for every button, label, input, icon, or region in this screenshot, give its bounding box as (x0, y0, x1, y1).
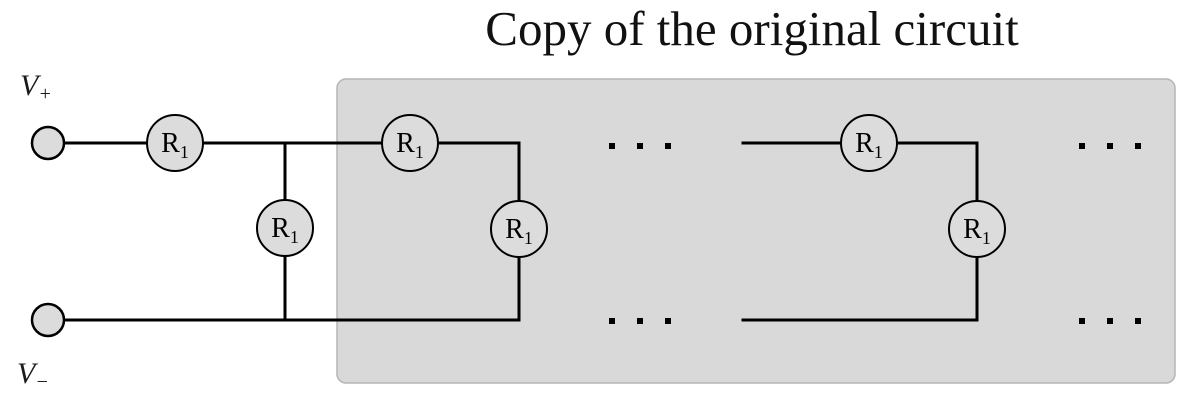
resistor-label-base: R (396, 128, 415, 159)
vplus-label: V+ (20, 69, 52, 105)
resistor-circle (146, 114, 204, 172)
resistor-circle (840, 114, 898, 172)
ellipsis-dot (1107, 143, 1113, 149)
figure-title: Copy of the original circuit (485, 1, 1019, 56)
resistor-r1-shunt-3: R1 (948, 200, 1006, 258)
ellipsis-top-2 (1079, 143, 1141, 149)
resistor-r1-series-1: R1 (146, 114, 204, 172)
resistor-circle (381, 114, 439, 172)
resistors: R1 R1 R1 R1 R1 R1 (146, 114, 1006, 258)
resistor-label-sub: 1 (180, 142, 189, 162)
copy-region-box (336, 78, 1176, 384)
ellipsis-dot (665, 143, 671, 149)
resistor-label: R1 (161, 128, 189, 162)
ellipsis-bottom-2 (1079, 318, 1141, 324)
vminus-label-base: V (17, 357, 39, 390)
vplus-label-base: V (20, 69, 42, 102)
ellipsis-dot (1107, 318, 1113, 324)
resistor-circle (490, 200, 548, 258)
resistor-r1-series-2: R1 (381, 114, 439, 172)
ellipsis-dot (609, 143, 615, 149)
resistor-label-sub: 1 (524, 228, 533, 248)
ellipsis-top-1 (609, 143, 671, 149)
resistor-label-sub: 1 (874, 142, 883, 162)
resistor-label: R1 (396, 128, 424, 162)
ellipsis-dot (637, 143, 643, 149)
terminal-node-vminus (30, 302, 66, 338)
ellipsis-bottom-1 (609, 318, 671, 324)
resistor-r1-shunt-1: R1 (256, 199, 314, 257)
ellipsis-dot (637, 318, 643, 324)
ellipsis-dot (609, 318, 615, 324)
ellipsis-dot (1079, 318, 1085, 324)
ellipsis-dot (1135, 318, 1141, 324)
resistor-label: R1 (271, 213, 299, 247)
resistor-label-base: R (963, 214, 982, 245)
ellipsis-dot (1079, 143, 1085, 149)
resistor-label-sub: 1 (982, 228, 991, 248)
resistor-label-sub: 1 (415, 142, 424, 162)
resistor-label-base: R (161, 128, 180, 159)
resistor-label-base: R (505, 214, 524, 245)
vminus-label-sub: − (35, 371, 49, 393)
vminus-label: V− (17, 357, 49, 393)
ellipsis-dot (1135, 143, 1141, 149)
resistor-label: R1 (855, 128, 883, 162)
resistor-label-sub: 1 (290, 227, 299, 247)
ellipsis-dot (665, 318, 671, 324)
resistor-r1-shunt-2: R1 (490, 200, 548, 258)
resistor-label: R1 (505, 214, 533, 248)
terminal-nodes (30, 125, 66, 338)
resistor-label: R1 (963, 214, 991, 248)
resistor-label-base: R (855, 128, 874, 159)
resistor-circle (948, 200, 1006, 258)
terminal-node-vplus (30, 125, 66, 161)
resistor-label-base: R (271, 213, 290, 244)
vplus-label-sub: + (38, 83, 52, 105)
resistor-circle (256, 199, 314, 257)
resistor-r1-series-3: R1 (840, 114, 898, 172)
